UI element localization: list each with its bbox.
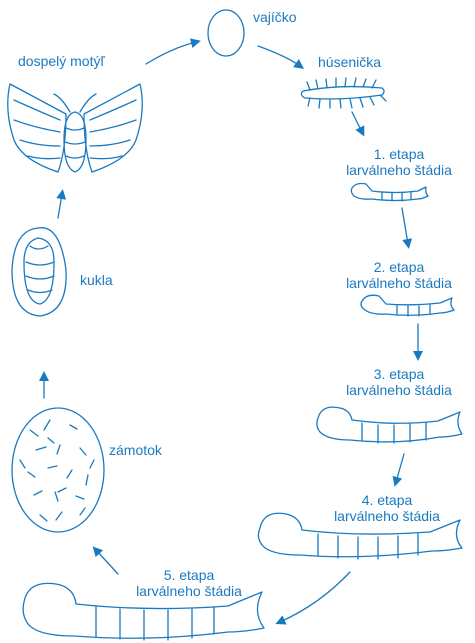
hatchling-larva-illustration [301, 78, 386, 108]
arrow-egg-to-larva [258, 46, 300, 66]
egg-illustration [208, 10, 244, 56]
egg-label: vajíčko [253, 9, 297, 25]
instar5-label-line2: larválneho štádia [121, 583, 257, 599]
pupa-label-text: kukla [80, 272, 113, 288]
instar5-label: 5. etapa larválneho štádia [121, 567, 257, 599]
instar3-label-line2: larválneho štádia [334, 382, 464, 398]
instar4-label: 4. etapa larválneho štádia [322, 492, 452, 524]
arrow-instar4-to-instar5 [280, 572, 350, 622]
instar1-label: 1. etapa larválneho štádia [334, 146, 464, 178]
instar3-label-line1: 3. etapa [334, 366, 464, 382]
cocoon-label-text: zámotok [109, 442, 162, 458]
instar1-label-line1: 1. etapa [334, 146, 464, 162]
larva-label: húsenička [318, 54, 381, 70]
arrow-instar5-to-cocoon [96, 550, 118, 574]
arrow-adult-to-egg [146, 42, 196, 64]
instar2-label-line1: 2. etapa [334, 259, 464, 275]
pupa-label: kukla [80, 272, 113, 288]
instar3-label: 3. etapa larválneho štádia [334, 366, 464, 398]
adult-moth-illustration [8, 84, 143, 172]
instar4-label-line1: 4. etapa [322, 492, 452, 508]
instar1-larva-illustration [351, 184, 428, 202]
cocoon-label: zámotok [109, 442, 162, 458]
arrow-instar3-to-instar4 [396, 454, 404, 482]
egg-label-text: vajíčko [253, 9, 297, 25]
arrow-larva-to-instar1 [352, 112, 362, 132]
instar2-larva-illustration [361, 295, 454, 316]
arrow-instar1-to-instar2 [402, 208, 408, 244]
instar2-label-line2: larválneho štádia [334, 275, 464, 291]
instar1-label-line2: larválneho štádia [334, 162, 464, 178]
pupa-illustration [12, 228, 66, 316]
adult-label: dospelý motýľ [18, 53, 105, 69]
adult-label-text: dospelý motýľ [18, 53, 105, 69]
instar5-label-line1: 5. etapa [121, 567, 257, 583]
larva-label-text: húsenička [318, 54, 381, 70]
instar4-label-line2: larválneho štádia [322, 508, 452, 524]
arrow-pupa-to-adult [58, 194, 62, 218]
instar3-larva-illustration [317, 407, 462, 443]
cycle-arrows [44, 42, 418, 622]
instar2-label: 2. etapa larválneho štádia [334, 259, 464, 291]
cocoon-illustration [12, 408, 104, 532]
